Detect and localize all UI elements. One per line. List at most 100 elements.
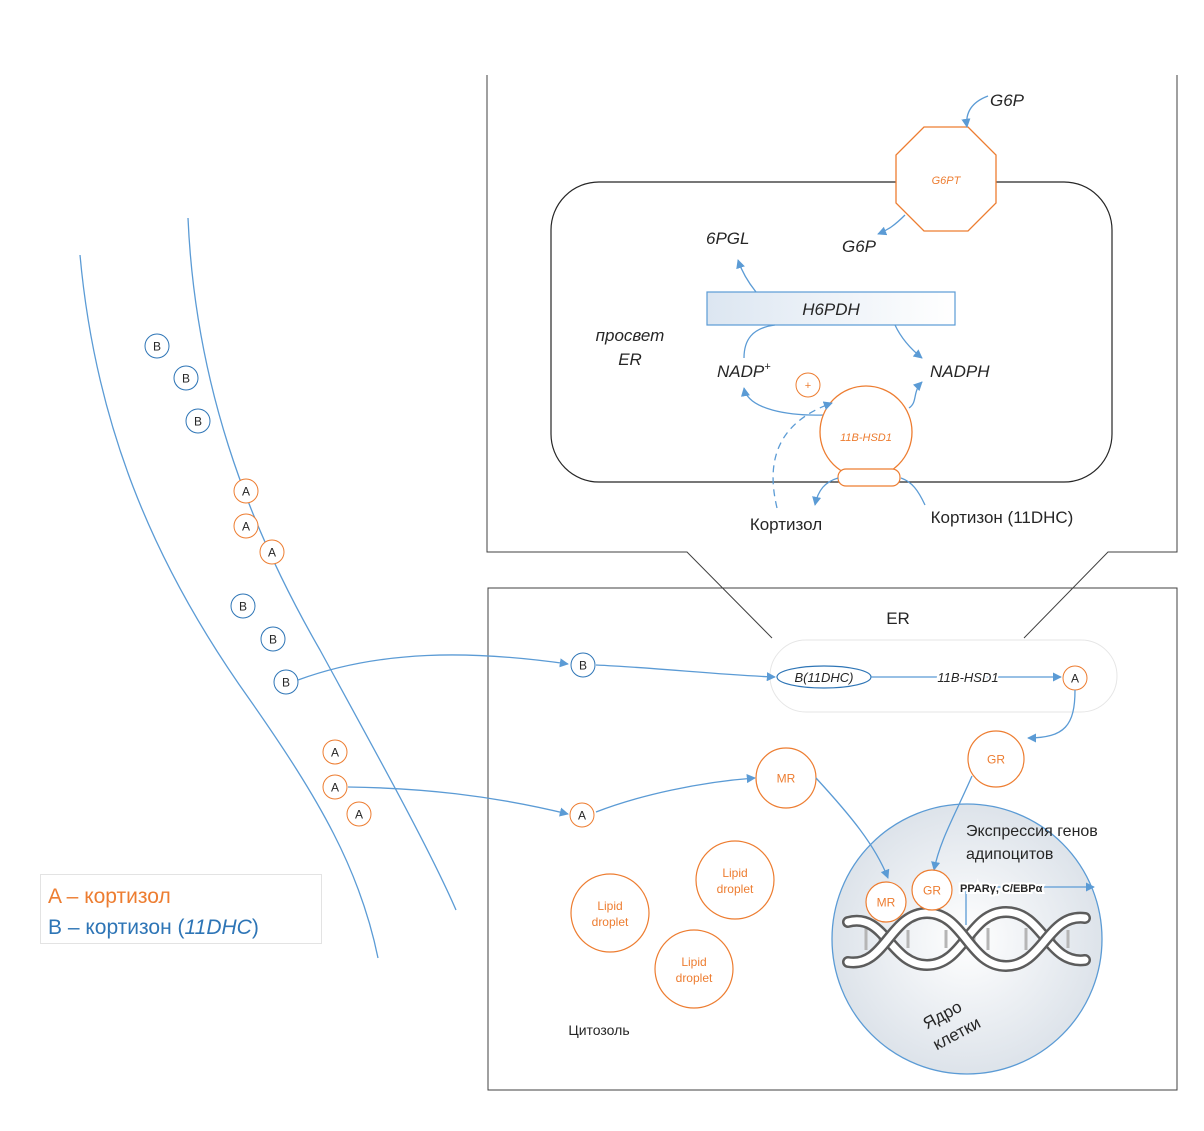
- arrow-vessel-cortisone-in: [297, 654, 569, 681]
- vessel-molecule: B: [230, 593, 256, 619]
- arrow-cortisone-to-enzyme: [900, 477, 926, 506]
- svg-text:11B-HSD1: 11B-HSD1: [840, 432, 892, 444]
- cytosol-label: Цитозоль: [568, 1022, 629, 1038]
- vessel-wall-right: [187, 217, 457, 911]
- arrow-enzyme-to-nadph: [908, 381, 923, 409]
- svg-text:A: A: [331, 781, 339, 795]
- ppar-cebp-label: PPARγ, C/EBPα: [960, 883, 1043, 895]
- arrow-transcription: [965, 882, 1095, 925]
- cytosol-molecule-b: B: [570, 652, 596, 678]
- arrow-cortisol-dashed: [772, 401, 833, 509]
- adipocyte-cell: [487, 587, 1178, 1091]
- b11dhc-substrate: B(11DHC): [776, 665, 872, 689]
- arrow-h6pdh-to-6pgl: [736, 259, 757, 293]
- er-enzyme-label: 11B-HSD1: [937, 670, 998, 685]
- g6pt-transporter: G6PT: [895, 126, 997, 232]
- svg-text:GR: GR: [923, 884, 941, 898]
- vessel-molecule: A: [346, 801, 372, 827]
- svg-text:MR: MR: [877, 896, 896, 910]
- svg-text:A: A: [355, 808, 363, 822]
- g6p-inside-label: G6P: [842, 237, 877, 256]
- arrow-g6pt-to-g6p: [877, 214, 906, 236]
- er-lumen-label: просвет: [596, 326, 665, 345]
- vessel-molecule: A: [259, 539, 285, 565]
- svg-text:A: A: [242, 485, 250, 499]
- g6p-outside-label: G6P: [990, 91, 1025, 110]
- 11b-hsd1-enzyme: 11B-HSD1: [819, 385, 913, 487]
- svg-text:droplet: droplet: [717, 882, 754, 896]
- svg-text:B: B: [269, 633, 277, 647]
- svg-text:Lipid: Lipid: [722, 866, 747, 880]
- svg-text:A: A: [578, 809, 586, 823]
- vessel-molecule: A: [322, 774, 348, 800]
- arrow-a-to-gr: [1027, 689, 1076, 743]
- arrow-a-to-mr: [595, 774, 756, 813]
- 6pgl-label: 6PGL: [706, 229, 749, 248]
- svg-text:A: A: [242, 520, 250, 534]
- activation-plus: +: [795, 372, 821, 398]
- lipid-droplet: Lipid droplet: [570, 873, 650, 953]
- h6pdh-enzyme: H6PDH: [706, 291, 956, 326]
- nuclear-gr: GR: [911, 869, 953, 911]
- lipid-droplet: Lipid droplet: [695, 840, 775, 920]
- svg-text:G6PT: G6PT: [932, 175, 962, 187]
- er-lumen-label: ER: [618, 350, 642, 369]
- arrow-g6p-in: [961, 95, 989, 128]
- vessel-molecule: B: [273, 669, 299, 695]
- er-lumen-box: [550, 181, 1113, 483]
- vessel-molecule: B: [144, 333, 170, 359]
- svg-text:+: +: [805, 380, 811, 392]
- svg-text:B: B: [194, 415, 202, 429]
- svg-text:B: B: [282, 676, 290, 690]
- gr-receptor: GR: [967, 730, 1025, 788]
- svg-text:MR: MR: [777, 772, 796, 786]
- svg-text:B(11DHC): B(11DHC): [795, 670, 854, 685]
- vessel-wall-left: [79, 254, 379, 959]
- arrow-enzyme-to-nadp: [741, 387, 825, 416]
- nadp-label: NADP+: [717, 361, 771, 381]
- vessel-molecule: A: [233, 513, 259, 539]
- svg-text:A: A: [331, 746, 339, 760]
- arrow-mr-to-nucleus: [815, 777, 890, 879]
- arrow-gr-to-nucleus: [931, 775, 973, 871]
- cortisone-label: Кортизон (11DHC): [931, 508, 1074, 527]
- gene-expression-label: Экспрессия генов: [966, 823, 1098, 840]
- cortisol-label: Кортизол: [750, 515, 822, 534]
- svg-text:droplet: droplet: [592, 915, 629, 929]
- svg-text:B: B: [579, 659, 587, 673]
- svg-text:B: B: [153, 340, 161, 354]
- legend-a: A – кортизол: [48, 885, 171, 908]
- arrow-b-to-er: [595, 664, 776, 682]
- blood-vessel: [79, 217, 457, 959]
- svg-text:Lipid: Lipid: [681, 955, 706, 969]
- arrow-h6pdh-to-nadph: [894, 324, 923, 359]
- vessel-molecule: B: [185, 408, 211, 434]
- legend-b: B – кортизон (11DHC): [48, 916, 259, 939]
- arrow-enzyme-to-cortisol: [812, 477, 839, 506]
- vessel-molecule: B: [260, 626, 286, 652]
- dna-helix: [842, 905, 1091, 973]
- svg-text:droplet: droplet: [676, 971, 713, 985]
- nuclear-mr: MR: [865, 881, 907, 923]
- svg-text:GR: GR: [987, 753, 1005, 767]
- arrow-vessel-cortisol-in: [347, 786, 569, 817]
- zoom-panel: [486, 75, 1178, 639]
- cytosol-molecule-a: A: [569, 802, 595, 828]
- arrow-nadp-to-h6pdh: [743, 324, 776, 359]
- svg-text:A: A: [1071, 672, 1079, 686]
- vessel-molecule: B: [173, 365, 199, 391]
- lipid-droplet: Lipid droplet: [654, 929, 734, 1009]
- mr-receptor: MR: [755, 747, 817, 809]
- svg-text:H6PDH: H6PDH: [802, 300, 860, 319]
- svg-text:B: B: [239, 600, 247, 614]
- nadph-label: NADPH: [930, 362, 990, 381]
- vessel-molecule: A: [322, 739, 348, 765]
- svg-text:A: A: [268, 546, 276, 560]
- vessel-molecule: A: [233, 478, 259, 504]
- legend: A – кортизол B – кортизон (11DHC): [40, 874, 322, 944]
- er-label: ER: [886, 609, 910, 628]
- svg-text:B: B: [182, 372, 190, 386]
- er-molecule-a: A: [1062, 665, 1088, 691]
- svg-text:Lipid: Lipid: [597, 899, 622, 913]
